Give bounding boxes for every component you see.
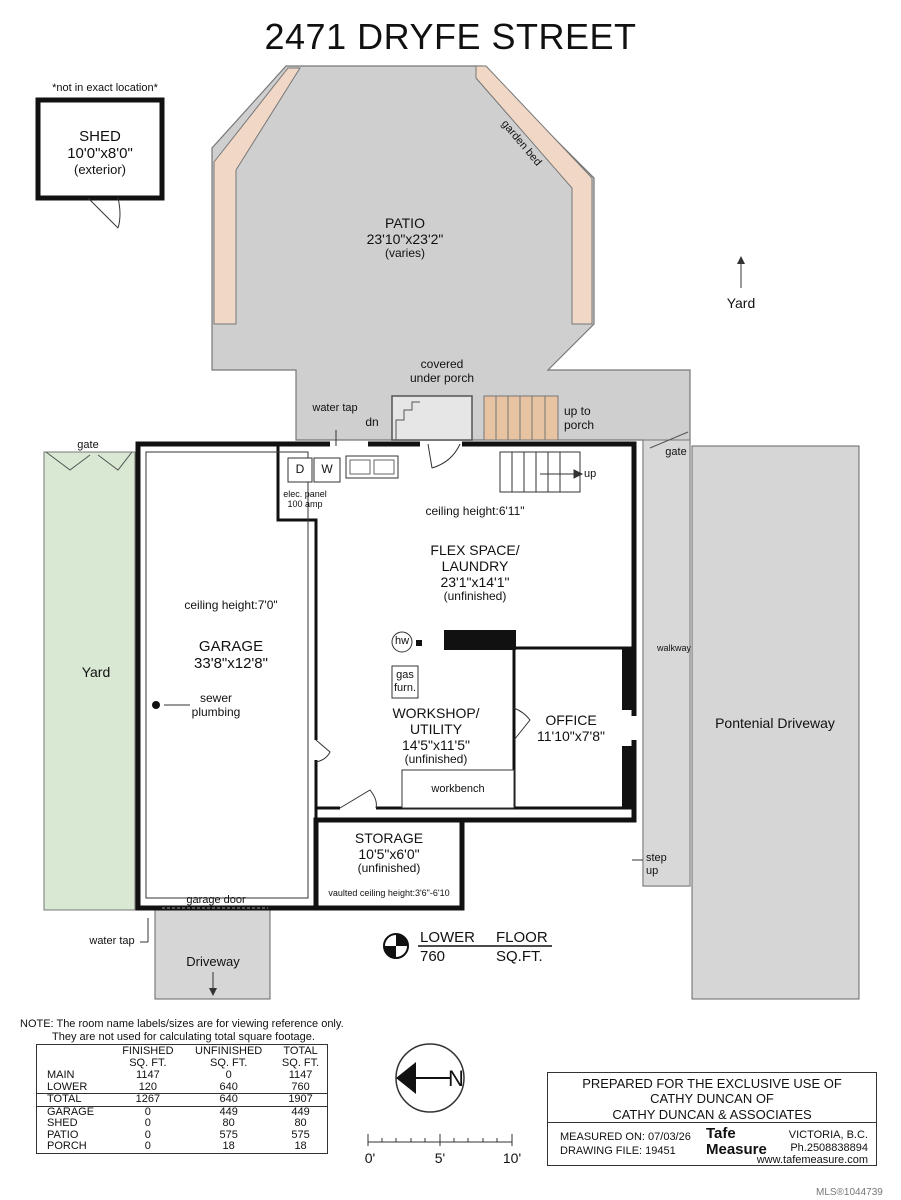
driveway-label: Driveway [186, 954, 240, 969]
vaulted-ceiling-label: vaulted ceiling height:3'6"-6'10 [328, 888, 450, 898]
gate-right-label: gate [665, 446, 687, 458]
potential-driveway-area [691, 445, 860, 1000]
scale-0: 0' [364, 1150, 376, 1166]
covered-porch-area [391, 395, 473, 441]
ceiling-height-garage: ceiling height:7'0" [184, 598, 278, 612]
prepared-for-box: PREPARED FOR THE EXCLUSIVE USE OF CATHY … [547, 1072, 877, 1122]
floor-value: 760 [420, 948, 446, 965]
dryer-label: D [295, 462, 305, 476]
porch-stairs [483, 395, 559, 441]
stairs-up-label: up [584, 468, 597, 480]
yard-left-label: Yard [81, 664, 111, 680]
shed-note: *not in exact location* [52, 82, 158, 94]
measurement-info-box: MEASURED ON: 07/03/26 DRAWING FILE: 1945… [547, 1122, 877, 1166]
yard-top-label: Yard [726, 295, 756, 311]
scale-5: 5' [434, 1150, 446, 1166]
workbench-label: workbench [431, 783, 485, 795]
yard-left-area [43, 451, 136, 911]
scale-10: 10' [502, 1150, 522, 1166]
water-tap-bottom-label: water tap [89, 935, 135, 947]
washer-label: W [321, 462, 333, 476]
ceiling-height-flex: ceiling height:6'11" [425, 504, 525, 518]
gate-left-label: gate [77, 439, 99, 451]
garden-bed-left [213, 67, 301, 325]
workbench [401, 769, 515, 809]
floor-unit: SQ.FT. [496, 948, 543, 965]
water-tap-top-label: water tap [312, 402, 358, 414]
page-title: 2471 DRYFE STREET [264, 16, 637, 57]
north-label: N [448, 1066, 464, 1091]
walkway-label: walkway [656, 643, 691, 653]
garden-bed-right [475, 65, 593, 325]
stairs-down-label: dn [365, 415, 379, 429]
garage-door-label: garage door [186, 894, 246, 906]
shed-outline [35, 97, 165, 201]
disclaimer-note: NOTE: The room name labels/sizes are for… [20, 1018, 344, 1044]
floor-label-2: FLOOR [496, 929, 548, 946]
potential-driveway-label: Pontenial Driveway [715, 715, 835, 731]
walkway-strip [642, 439, 691, 887]
hot-water-label: hw [394, 635, 410, 647]
floor-label-1: LOWER [420, 929, 476, 946]
mls-number: MLS®1044739 [816, 1187, 883, 1198]
